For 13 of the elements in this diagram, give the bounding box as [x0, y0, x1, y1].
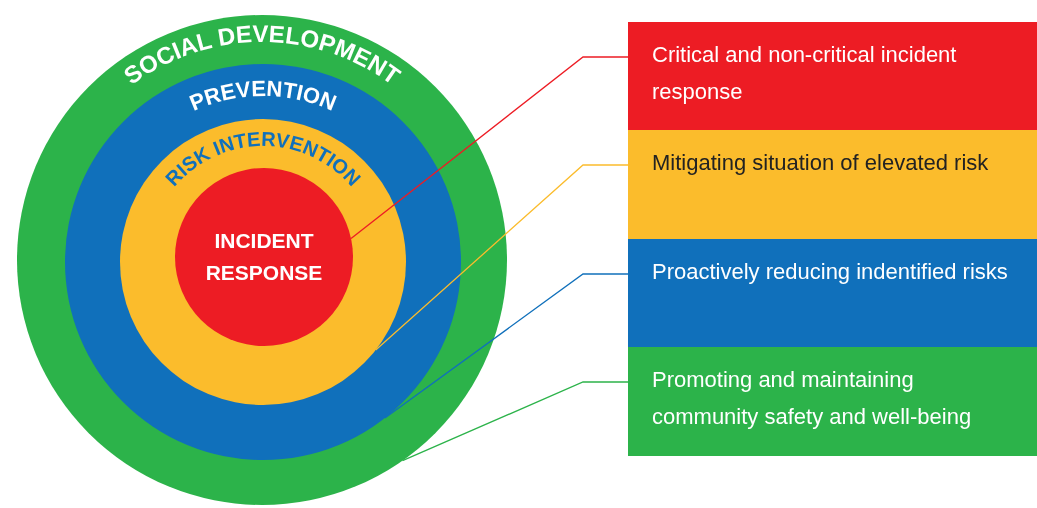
leader-line	[384, 273, 629, 419]
center-label: INCIDENT RESPONSE	[204, 228, 324, 286]
description-box	[628, 347, 1037, 456]
description-box	[628, 22, 1037, 130]
leader-line	[350, 56, 629, 240]
description-text: Proactively reducing indentified risks	[652, 258, 1009, 286]
description-text: Promoting and maintaining community safety and well-being	[652, 366, 973, 431]
leader-line	[401, 381, 629, 462]
description-text: Mitigating situation of elevated risk	[652, 149, 990, 177]
description-box	[628, 130, 1037, 239]
description-text: Critical and non-critical incident response	[652, 41, 958, 106]
leader-line	[375, 164, 629, 351]
description-box	[628, 239, 1037, 347]
